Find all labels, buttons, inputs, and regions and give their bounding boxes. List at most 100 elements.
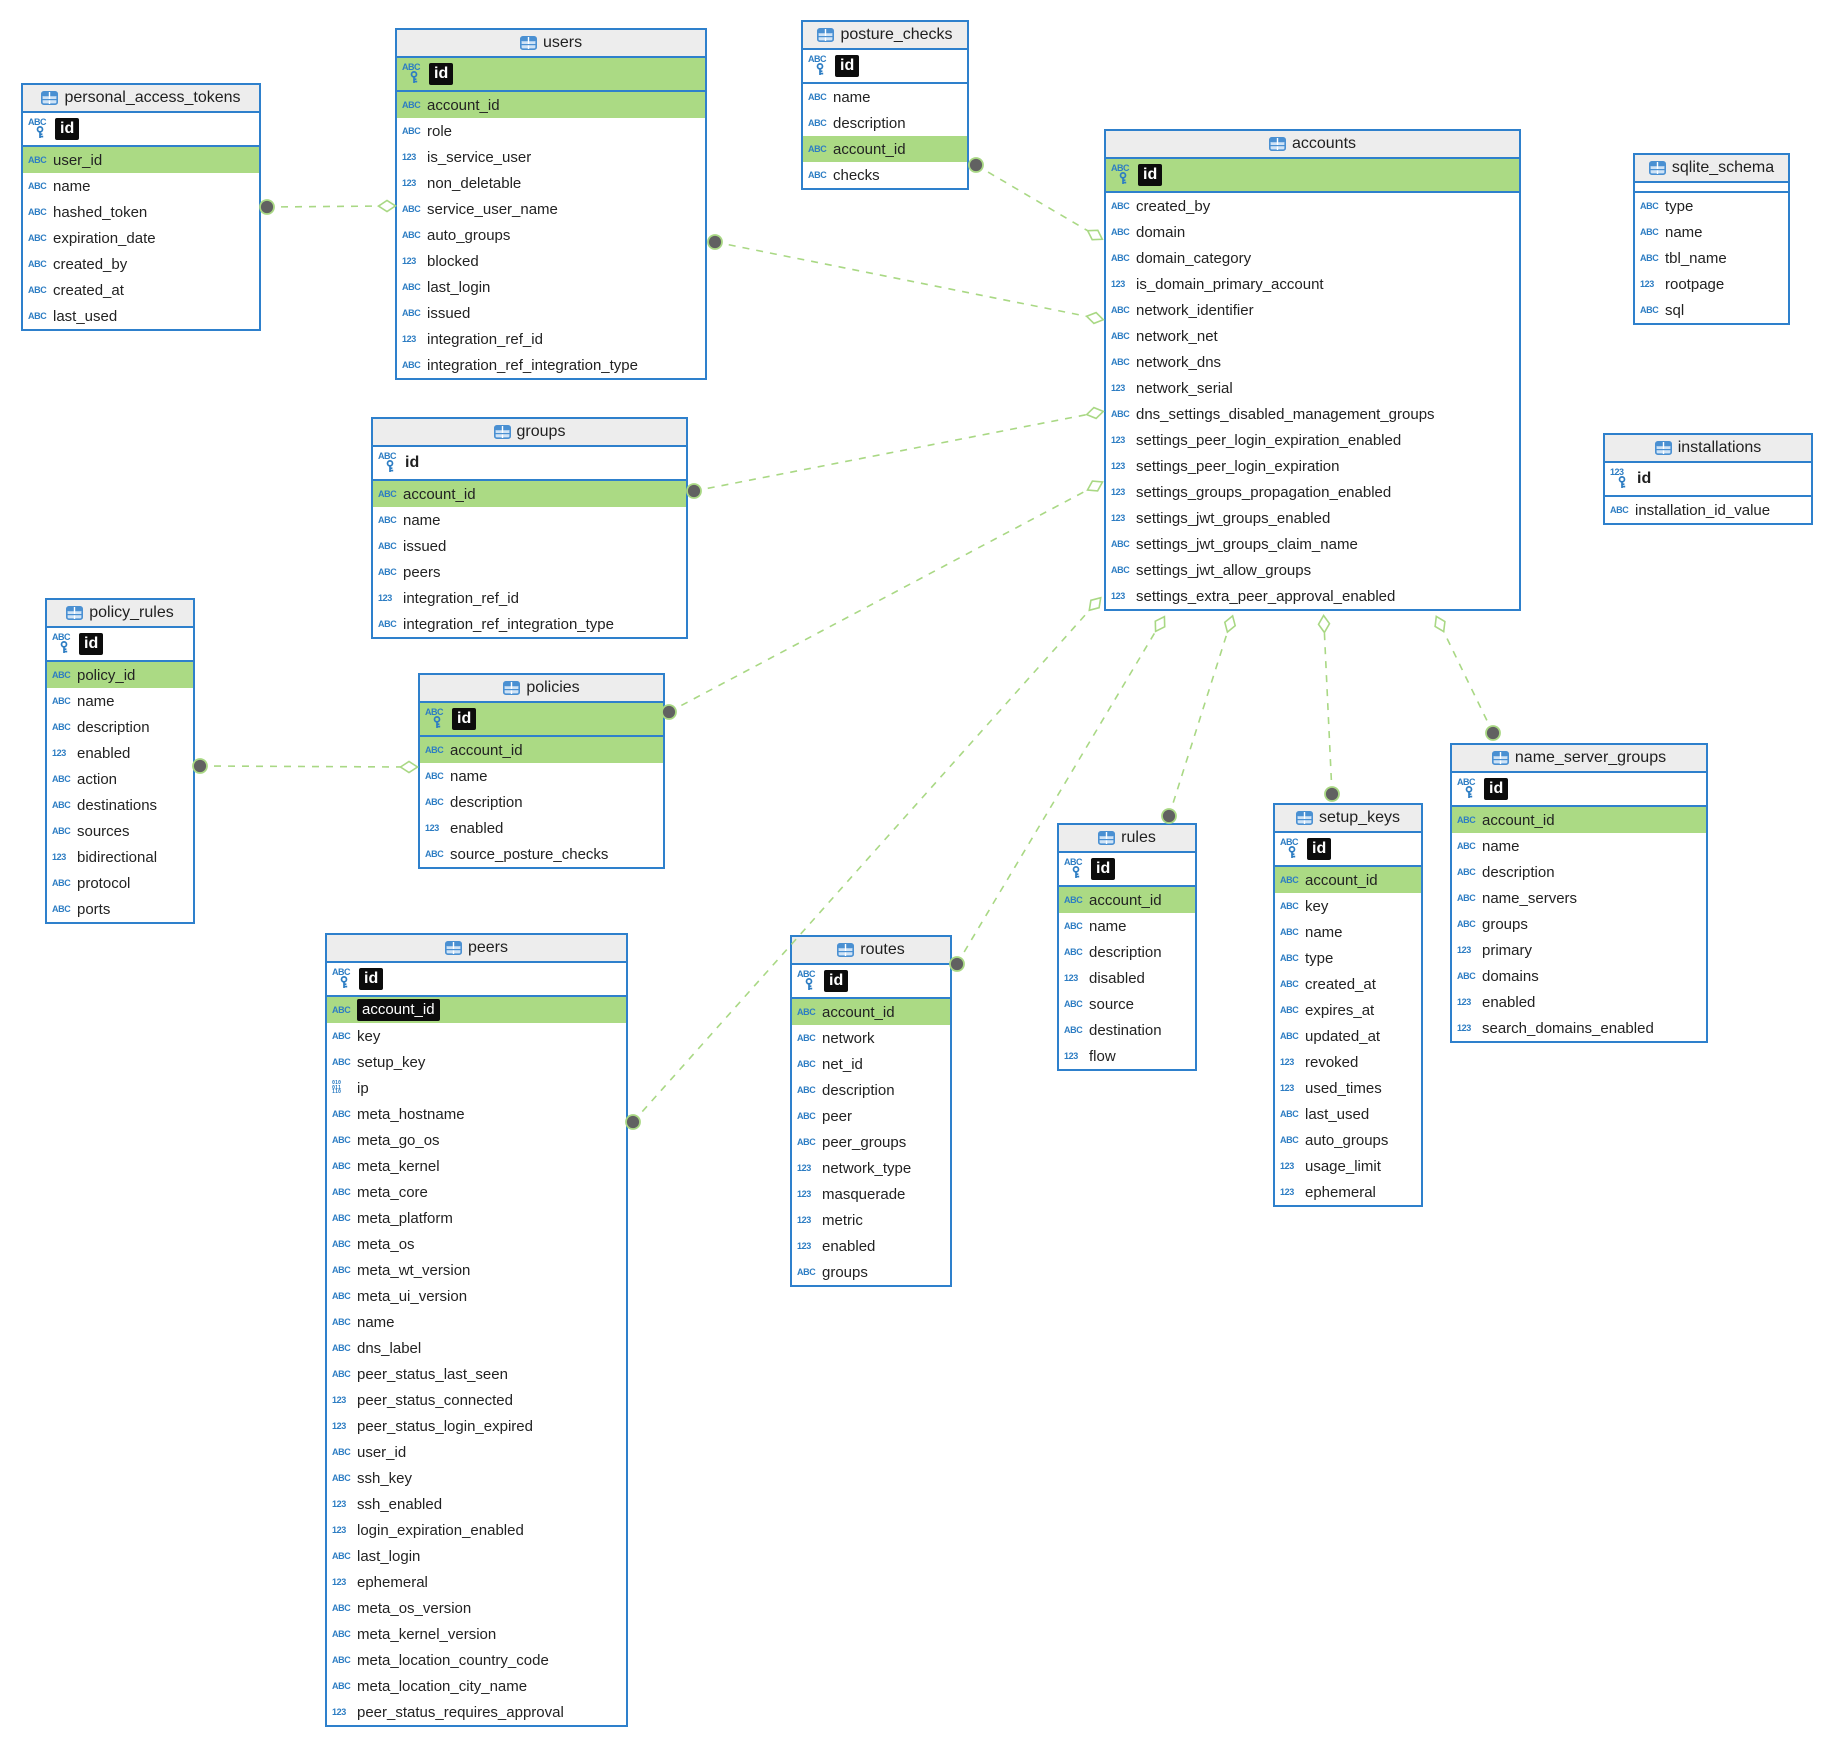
table-header[interactable]: users bbox=[397, 30, 705, 58]
relationship-name_server_groups-accounts[interactable] bbox=[1434, 615, 1501, 741]
relationship-personal_access_tokens-users[interactable] bbox=[259, 199, 397, 215]
relationship-groups-accounts[interactable] bbox=[686, 406, 1105, 499]
table-header[interactable]: policies bbox=[420, 675, 663, 703]
table-header[interactable]: groups bbox=[373, 419, 686, 447]
relationship-policies-accounts[interactable] bbox=[661, 480, 1104, 720]
table-header[interactable]: setup_keys bbox=[1275, 805, 1421, 833]
relationship-policy_rules-policies[interactable] bbox=[192, 758, 419, 774]
table-header[interactable]: sqlite_schema bbox=[1635, 155, 1788, 183]
table-header[interactable]: installations bbox=[1605, 435, 1811, 463]
table-header[interactable]: routes bbox=[792, 937, 950, 965]
relationship-rules-accounts[interactable] bbox=[1161, 614, 1237, 824]
